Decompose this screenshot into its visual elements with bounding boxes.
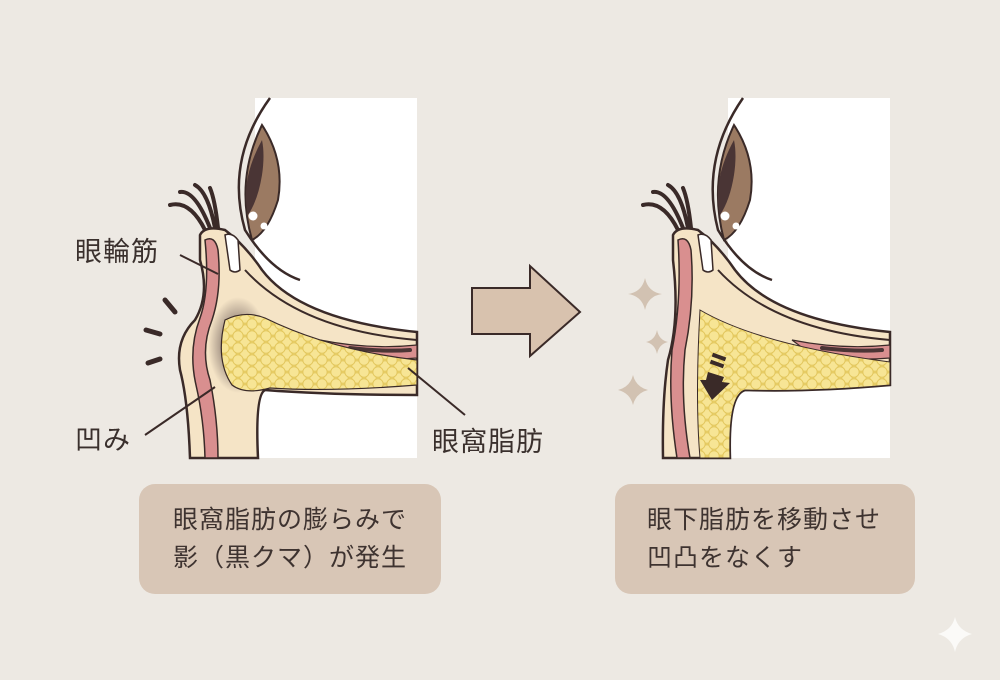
after-caption: 眼下脂肪を移動させ 凹凸をなくす	[615, 484, 915, 594]
sparkle-icon	[646, 330, 668, 354]
sparkle-icon	[628, 278, 662, 310]
label-orbital-fat: 眼窩脂肪	[432, 427, 544, 458]
before-caption-line2: 影（黒クマ）が発生	[173, 543, 408, 572]
before-diagram	[143, 97, 466, 460]
watermark-sparkle-icon	[938, 617, 972, 652]
after-caption-line1: 眼下脂肪を移動させ	[647, 505, 882, 534]
before-caption-line1: 眼窩脂肪の膨らみで	[173, 505, 408, 534]
label-hollow: 凹み	[75, 425, 131, 456]
move-down-arrow-icon	[700, 352, 730, 400]
before-caption: 眼窩脂肪の膨らみで 影（黒クマ）が発生	[139, 484, 441, 594]
label-orbicularis-muscle: 眼輪筋	[75, 237, 159, 268]
after-diagram	[618, 97, 892, 460]
sparkle-icon	[618, 375, 648, 405]
arrow-right-icon	[471, 263, 582, 359]
after-caption-line2: 凹凸をなくす	[647, 543, 804, 572]
